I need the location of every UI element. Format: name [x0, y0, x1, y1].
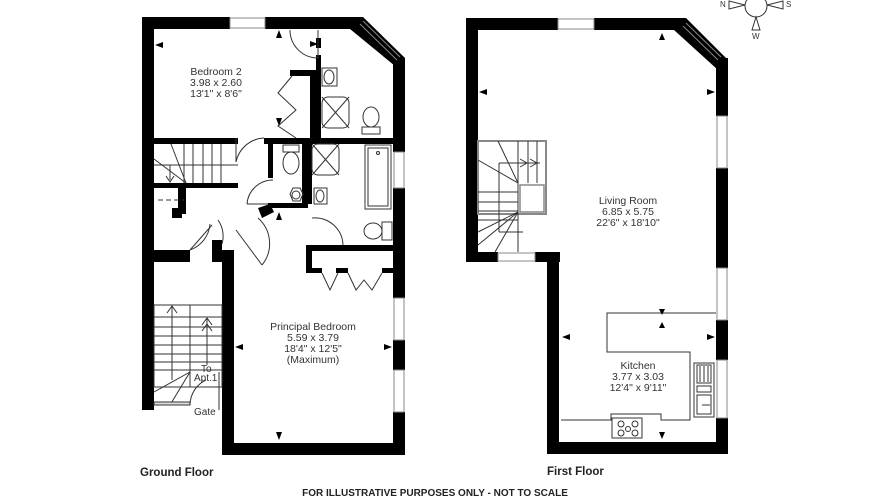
- room-label-kitchen: Kitchen 3.77 x 3.03 12'4" x 9'11": [610, 361, 667, 394]
- compass-north-label: N: [720, 0, 726, 9]
- first-floor-dimension-markers: [479, 33, 715, 439]
- room-note: (Maximum): [286, 354, 340, 366]
- ground-floor-fixtures: [153, 29, 393, 410]
- room-label-bedroom-2: Bedroom 2 3.98 x 2.60 13'1" x 8'6": [190, 67, 242, 100]
- stairs-to-label: To: [201, 364, 212, 375]
- gate-label: Gate: [194, 407, 216, 418]
- room-name: Living Room: [598, 195, 658, 207]
- ground-floor-title: Ground Floor: [140, 467, 214, 479]
- compass-rose-icon: [728, 0, 784, 31]
- ground-floor-walls: [142, 17, 405, 455]
- room-label-principal-bedroom: Principal Bedroom 5.59 x 3.79 18'4" x 12…: [270, 322, 356, 366]
- room-metric: 6.85 x 5.75: [602, 206, 654, 218]
- first-floor-walls: [466, 18, 728, 454]
- first-floor-title: First Floor: [547, 466, 604, 478]
- room-imperial: 12'4" x 9'11": [609, 382, 667, 394]
- compass-west-label: W: [752, 32, 760, 41]
- room-metric: 3.98 x 2.60: [190, 77, 242, 89]
- ground-floor-dimension-markers: [155, 30, 392, 440]
- room-label-living-room: Living Room 6.85 x 5.75 22'6" x 18'10": [596, 196, 659, 229]
- room-name: Bedroom 2: [190, 66, 242, 78]
- room-imperial: 13'1" x 8'6": [190, 88, 242, 100]
- room-imperial: 22'6" x 18'10": [596, 217, 660, 229]
- room-metric: 3.77 x 3.03: [612, 371, 664, 383]
- ground-floor-plan: [142, 17, 405, 455]
- room-name: Principal Bedroom: [270, 321, 356, 333]
- first-floor-fixtures: [477, 140, 716, 439]
- ground-floor-windows: [229, 17, 405, 413]
- compass-south-label: S: [786, 0, 792, 9]
- apartment-label: Apt.1: [194, 373, 218, 384]
- room-imperial: 18'4" x 12'5": [284, 343, 342, 355]
- room-name: Kitchen: [620, 360, 656, 372]
- first-floor-plan: [466, 18, 728, 454]
- room-metric: 5.59 x 3.79: [287, 332, 339, 344]
- first-floor-windows: [497, 18, 728, 419]
- disclaimer-text: FOR ILLUSTRATIVE PURPOSES ONLY - NOT TO …: [302, 488, 568, 499]
